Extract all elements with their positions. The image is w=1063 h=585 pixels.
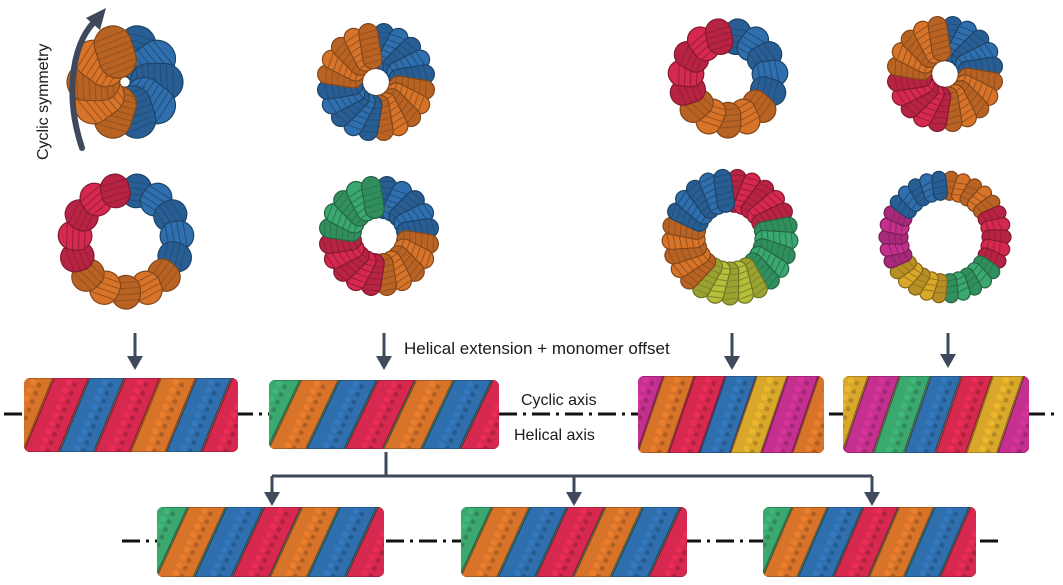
ring-c4-mid bbox=[318, 175, 440, 297]
helical-extension-label: Helical extension + monomer offset bbox=[404, 339, 670, 358]
down-arrow-4 bbox=[940, 333, 956, 368]
rod-1 bbox=[0, 378, 302, 453]
ring-c3-mid bbox=[57, 172, 195, 309]
cyclic-symmetry-label: Cyclic symmetry bbox=[35, 44, 52, 160]
rod-6 bbox=[423, 507, 754, 579]
down-arrow-3 bbox=[724, 333, 740, 370]
rod-subunit bbox=[687, 507, 755, 579]
ring-c4-top bbox=[886, 15, 1003, 132]
ring-c3-top bbox=[667, 17, 789, 138]
ring-c5-mid bbox=[662, 168, 799, 305]
rod-subunit bbox=[976, 507, 1040, 579]
ring-c6-mid bbox=[879, 171, 1011, 304]
rod-5 bbox=[119, 507, 452, 579]
rod-subunit bbox=[384, 507, 452, 579]
cyclic-axis-label: Cyclic axis bbox=[521, 392, 597, 409]
branch-connector bbox=[264, 452, 880, 506]
rod-4 bbox=[812, 376, 1063, 454]
helical-axis-label: Helical axis bbox=[514, 427, 595, 444]
ring-c2b-top bbox=[316, 22, 435, 141]
rod-7 bbox=[728, 507, 1040, 579]
down-arrow-1 bbox=[127, 333, 143, 370]
down-arrow-2 bbox=[376, 333, 392, 370]
